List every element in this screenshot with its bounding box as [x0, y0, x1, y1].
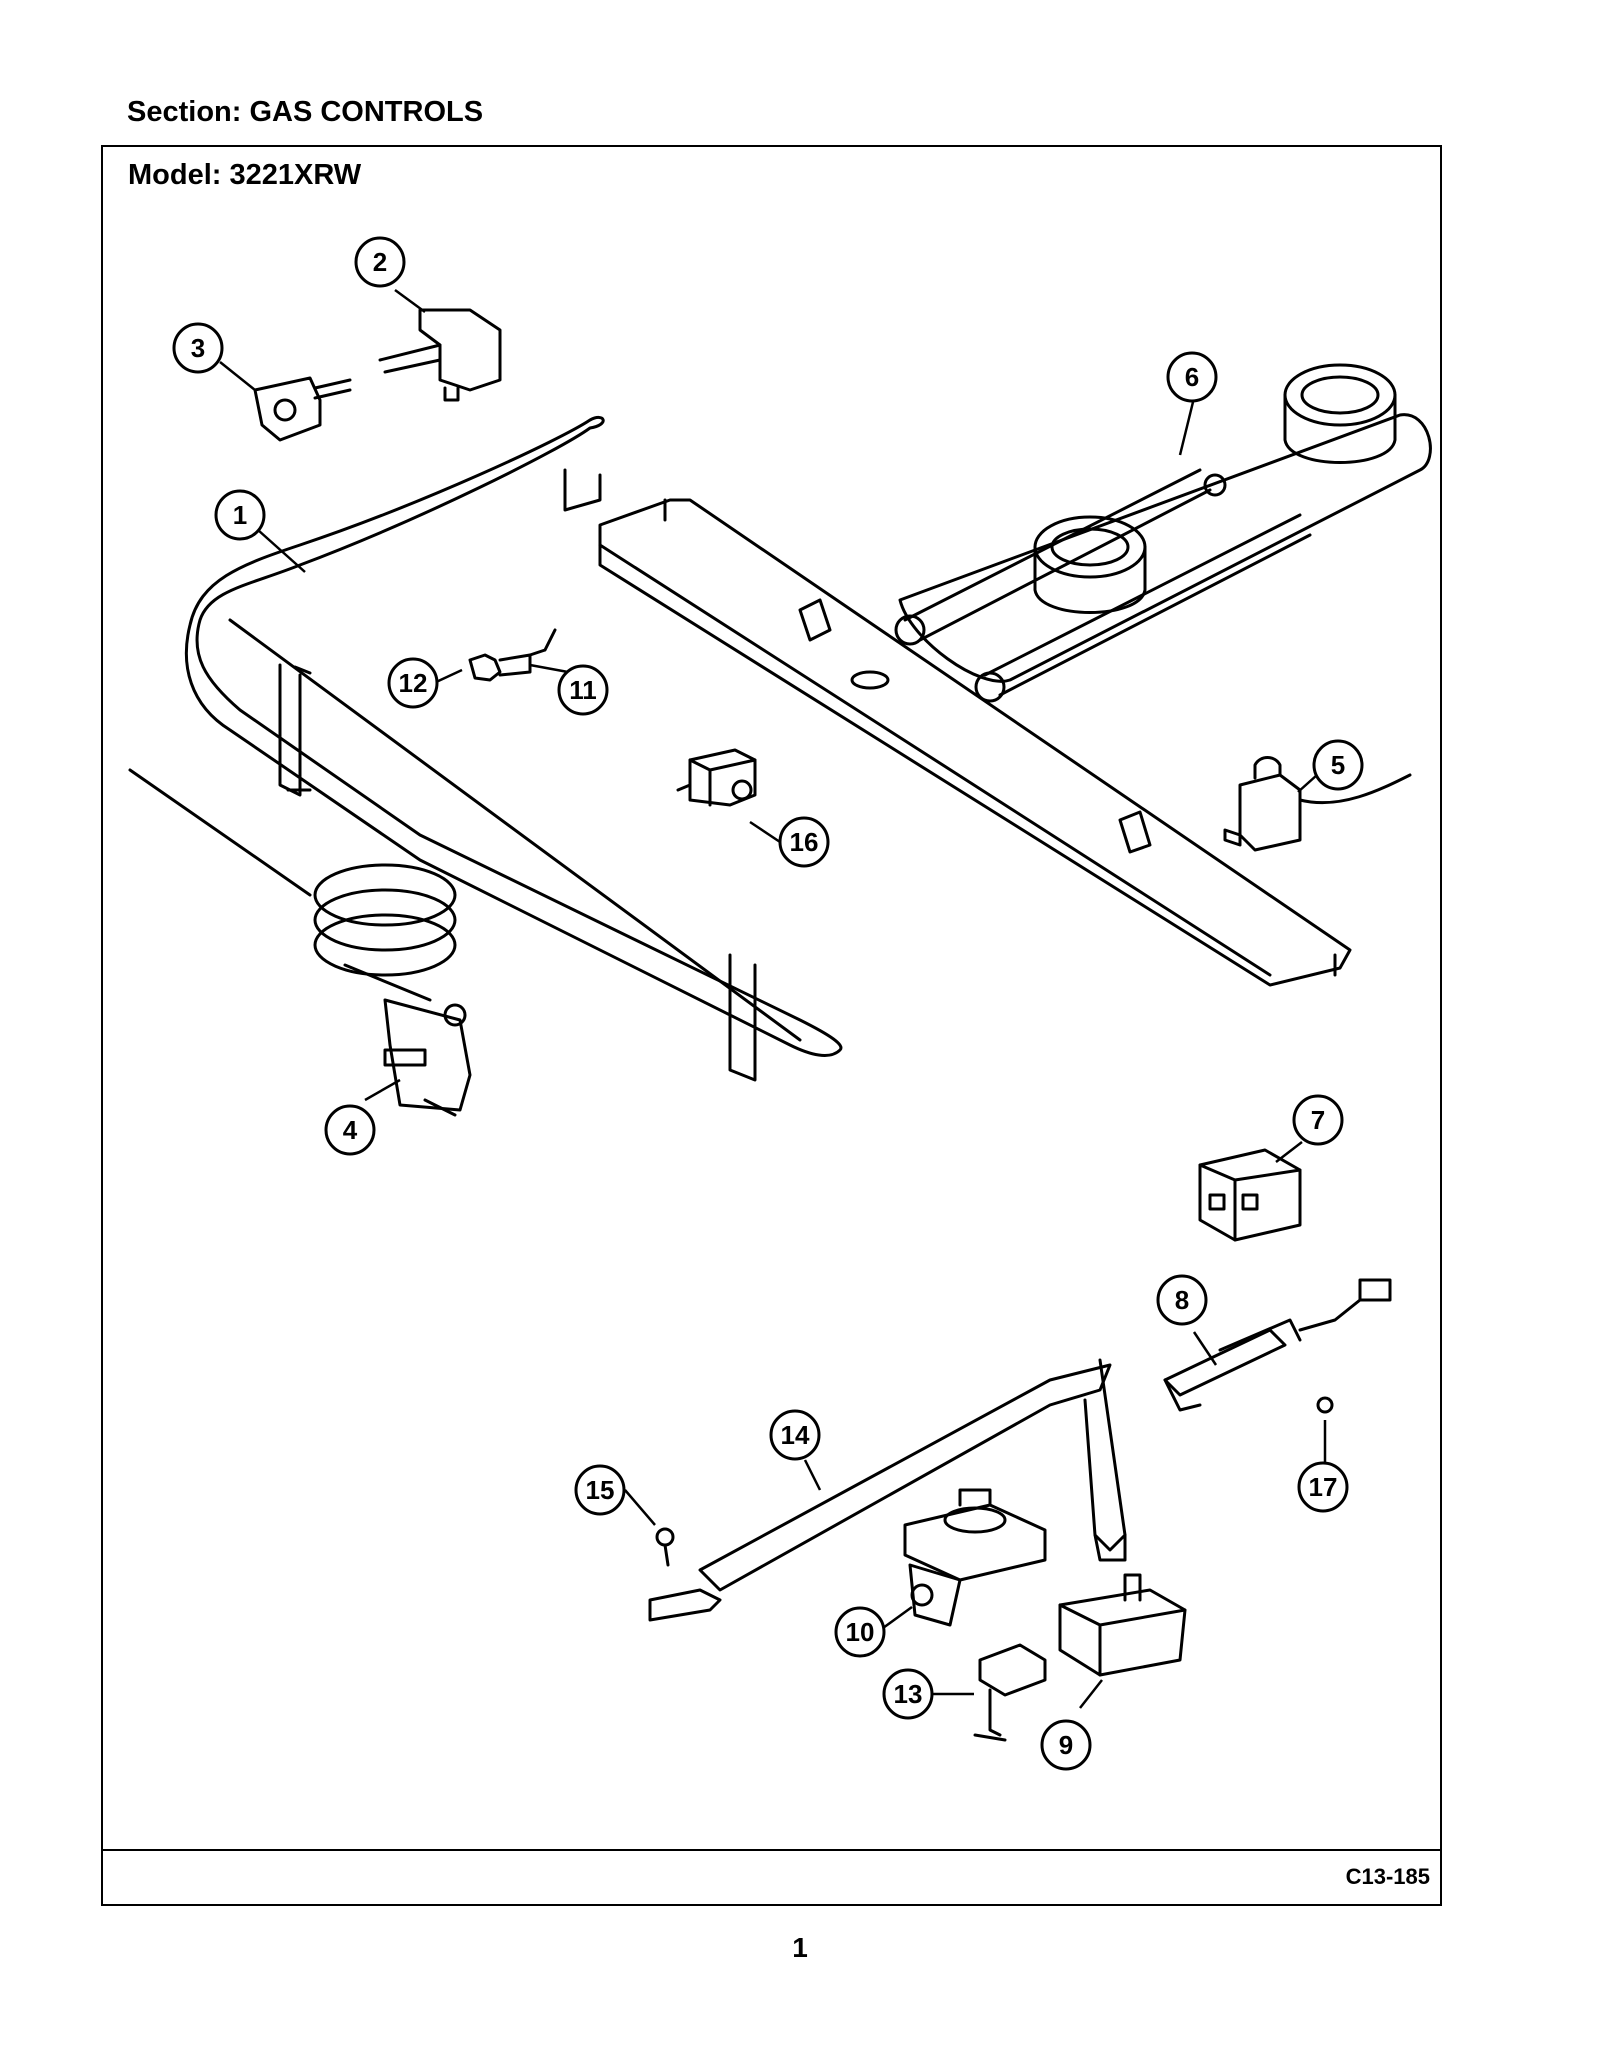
svg-text:11: 11: [569, 675, 597, 705]
leader-9: [1079, 1679, 1103, 1709]
valve-bracket-part-3: [253, 376, 352, 442]
callout-part-8: 8: [1156, 1274, 1208, 1326]
leader-12: [433, 668, 463, 685]
callout-part-17: 17: [1297, 1461, 1349, 1513]
callout-part-13: 13: [882, 1668, 934, 1720]
svg-text:15: 15: [586, 1475, 615, 1505]
callout-part-16: 16: [778, 816, 830, 868]
svg-text:1: 1: [233, 500, 247, 530]
svg-text:12: 12: [399, 668, 428, 698]
bracket-part-13: [973, 1643, 1047, 1742]
svg-text:17: 17: [1309, 1472, 1338, 1502]
leader-4: [364, 1078, 401, 1102]
leader-6: [1178, 401, 1195, 456]
leader-7: [1275, 1141, 1303, 1163]
igniter-part-5: [1223, 756, 1412, 852]
leader-10: [882, 1605, 913, 1630]
manifold-pipe: [184, 415, 843, 1082]
leader-14: [803, 1459, 822, 1491]
regulator-part-10: [903, 1488, 1047, 1627]
callout-part-11: 11: [557, 664, 609, 716]
callout-part-6: 6: [1166, 351, 1218, 403]
diagram-frame: Model: 3221XRW C13-185: [101, 145, 1442, 1906]
svg-text:10: 10: [846, 1617, 875, 1647]
model-label: Model: 3221XRW: [128, 159, 362, 191]
leader-3: [219, 361, 256, 391]
callout-part-3: 3: [172, 322, 224, 374]
screw-part-17: [1316, 1396, 1334, 1414]
callout-part-15: 15: [574, 1464, 626, 1516]
leader-5: [1297, 774, 1318, 793]
callout-part-9: 9: [1040, 1719, 1092, 1771]
valve-part-2: [378, 308, 502, 402]
svg-text:13: 13: [894, 1679, 923, 1709]
orifice-fitting-part-12: [468, 628, 557, 682]
callout-part-5: 5: [1312, 739, 1364, 791]
svg-text:2: 2: [373, 247, 387, 277]
svg-text:3: 3: [191, 333, 205, 363]
leader-lines: [219, 288, 1327, 1709]
svg-text:16: 16: [790, 827, 819, 857]
callout-part-10: 10: [834, 1606, 886, 1658]
thermostat-part-4: [128, 768, 472, 1117]
footer-divider: [103, 1849, 1440, 1851]
leader-8: [1192, 1331, 1218, 1366]
svg-text:4: 4: [343, 1115, 358, 1145]
callout-part-2: 2: [354, 236, 406, 288]
leader-2: [394, 288, 426, 314]
valve-part-9: [1058, 1573, 1187, 1677]
callout-part-12: 12: [387, 657, 439, 709]
burner-rail: [598, 498, 1352, 987]
svg-text:8: 8: [1175, 1285, 1189, 1315]
leader-1: [257, 529, 306, 573]
spark-module-part-7: [1198, 1148, 1302, 1242]
page-number: 1: [792, 1932, 808, 1963]
callout-part-4: 4: [324, 1104, 376, 1156]
top-burner-assembly: [894, 363, 1432, 703]
svg-text:7: 7: [1311, 1105, 1325, 1135]
leader-11: [529, 663, 569, 674]
callout-part-7: 7: [1292, 1094, 1344, 1146]
svg-text:5: 5: [1331, 750, 1345, 780]
switch-part-16: [676, 748, 757, 807]
leader-15: [624, 1489, 656, 1526]
callout-part-14: 14: [769, 1409, 821, 1461]
leader-16: [749, 820, 781, 844]
section-title: Section: GAS CONTROLS: [127, 96, 484, 128]
svg-text:14: 14: [781, 1420, 810, 1450]
svg-text:6: 6: [1185, 362, 1199, 392]
svg-text:9: 9: [1059, 1730, 1073, 1760]
burner-tube-part-14: [648, 1358, 1127, 1622]
part-callouts: 1 2 3 4 5 6 7 8 9 10 11 12 13 14 15 16 1…: [172, 236, 1364, 1771]
callout-part-1: 1: [214, 489, 266, 541]
screw-part-15: [655, 1527, 675, 1567]
diagram-code: C13-185: [1345, 1864, 1430, 1889]
igniter-part-8: [1163, 1278, 1392, 1412]
